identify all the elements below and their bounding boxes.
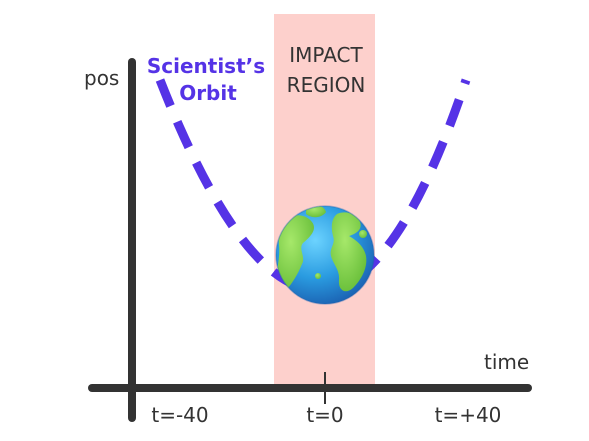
orbit-label-line1: Scientist’s (147, 54, 265, 78)
x-axis-label: time (484, 350, 529, 374)
tick-label-right: t=+40 (435, 403, 502, 427)
impact-region (274, 14, 375, 391)
orbit-label-line2: Orbit (179, 81, 237, 105)
tick-label-center: t=0 (306, 403, 343, 427)
tick-label-left: t=-40 (151, 403, 208, 427)
y-axis-label: pos (84, 66, 119, 90)
impact-region-label-line1: IMPACT (289, 43, 363, 67)
impact-region-label-line2: REGION (287, 73, 366, 97)
earth-globe-icon (275, 205, 375, 305)
